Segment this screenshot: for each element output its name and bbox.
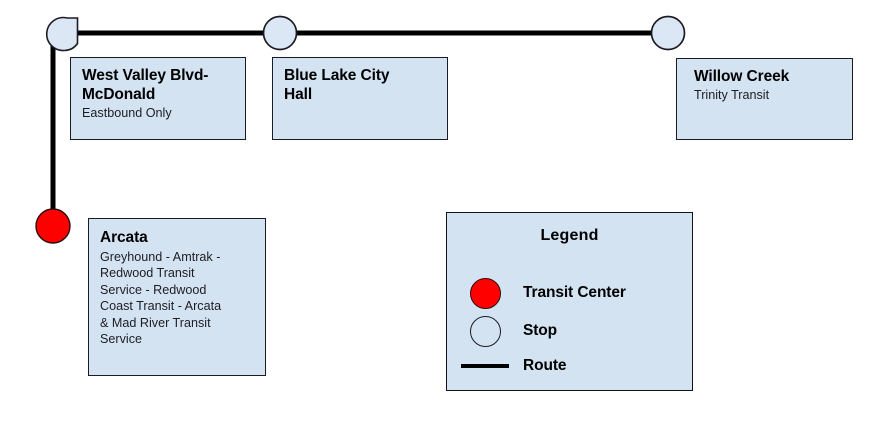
station-box-willow-creek[interactable]: Willow Creek Trinity Transit [676, 58, 853, 140]
legend-item-label: Stop [523, 322, 558, 339]
legend-item-route: Route [447, 349, 692, 383]
stop-node-blue-lake-city-hall[interactable] [262, 15, 298, 51]
station-subtitle: Greyhound - Amtrak - Redwood Transit Ser… [100, 249, 222, 347]
line-segment-icon [447, 364, 523, 368]
station-title: Willow Creek [694, 68, 790, 85]
legend: Legend Transit Center Stop Route [446, 212, 693, 391]
legend-item-label: Transit Center [523, 284, 626, 301]
station-subtitle: Trinity Transit [694, 87, 770, 102]
stop-node-willow-creek[interactable] [650, 15, 686, 51]
station-title: West Valley Blvd- McDonald [82, 67, 209, 103]
legend-item-stop: Stop [447, 314, 692, 348]
filled-red-circle-icon [447, 277, 523, 309]
transit-center-node-arcata[interactable] [35, 208, 71, 244]
legend-item-label: Route [523, 357, 567, 374]
legend-item-transit-center: Transit Center [447, 276, 692, 310]
open-circle-icon [447, 315, 523, 347]
station-box-arcata[interactable]: Arcata Greyhound - Amtrak - Redwood Tran… [88, 218, 266, 376]
station-box-blue-lake-city-hall[interactable]: Blue Lake City Hall [272, 57, 448, 140]
station-title: Arcata [100, 229, 148, 246]
station-title: Blue Lake City Hall [284, 67, 390, 103]
station-box-west-valley-mcdonald[interactable]: West Valley Blvd- McDonald Eastbound Onl… [70, 57, 246, 140]
station-subtitle: Eastbound Only [82, 105, 172, 120]
legend-title: Legend [540, 227, 599, 244]
stop-node-west-valley-mcdonald[interactable] [45, 16, 79, 52]
